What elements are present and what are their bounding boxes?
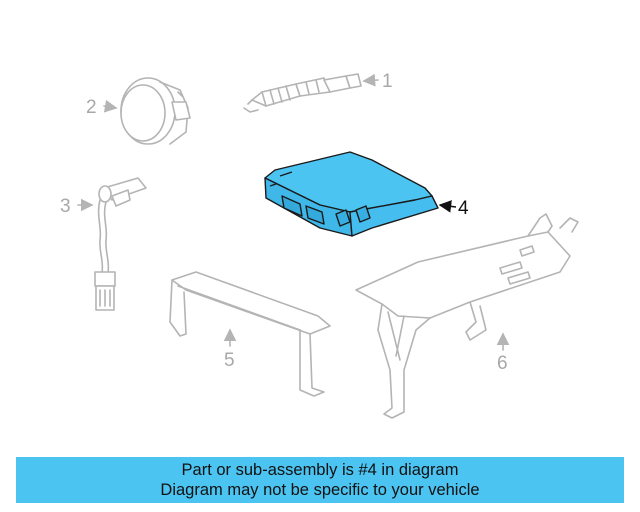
callout-4-arrow xyxy=(438,200,457,213)
spark-plug[interactable] xyxy=(243,73,379,113)
mounting-bracket[interactable] xyxy=(169,271,331,397)
parts-diagram: 1 2 3 4 5 6 xyxy=(60,71,579,419)
callout-6: 6 xyxy=(497,353,508,374)
callout-1: 1 xyxy=(382,71,393,92)
ecm-tab xyxy=(335,205,371,227)
ecm-side-face xyxy=(349,195,439,237)
part-info-banner: Part or sub-assembly is #4 in diagram Di… xyxy=(16,457,624,503)
callout-3: 3 xyxy=(60,196,71,217)
crankshaft-position-sensor[interactable] xyxy=(77,177,147,311)
support-bracket[interactable] xyxy=(355,213,579,419)
banner-line-1: Part or sub-assembly is #4 in diagram xyxy=(181,461,459,479)
callout-2: 2 xyxy=(86,97,97,118)
engine-control-module[interactable] xyxy=(264,151,439,237)
banner-line-2: Diagram may not be specific to your vehi… xyxy=(160,481,480,499)
callout-5: 5 xyxy=(224,350,235,371)
callout-4: 4 xyxy=(458,198,469,219)
ecm-connector xyxy=(281,195,325,225)
mass-air-flow-sensor[interactable] xyxy=(103,77,191,145)
